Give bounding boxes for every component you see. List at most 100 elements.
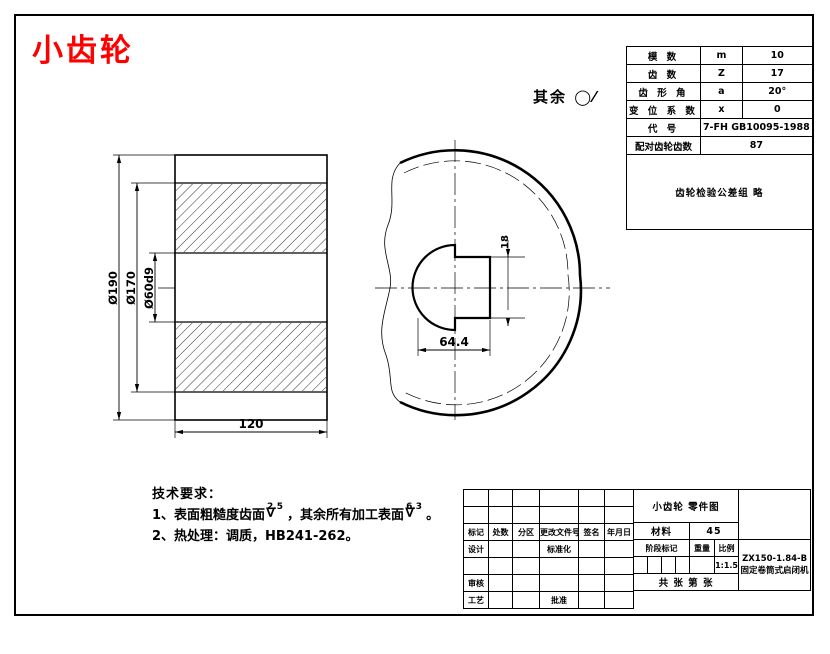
- roughness-triangle-icon: ∇: [266, 506, 276, 521]
- tech-req-item1-mid: ，其余所有加工表面: [287, 508, 405, 523]
- role-blank-c2: [512, 557, 540, 575]
- role-design-c2: [512, 540, 540, 558]
- revision-empty-cell: [463, 506, 489, 524]
- title-block: 标记 处数 分区 更改文件号 签名 年月日 设计 标准化: [463, 489, 812, 609]
- role-review-c4: [578, 574, 605, 592]
- revision-table: 标记 处数 分区 更改文件号 签名 年月日 设计 标准化: [463, 489, 634, 609]
- part-name: 小齿轮 零件图: [632, 489, 740, 523]
- tech-req-heading: 技术要求：: [152, 487, 223, 502]
- role-design: 设计: [463, 540, 489, 558]
- revision-empty-cell: [578, 506, 605, 524]
- table-row: 标记 处数 分区 更改文件号 签名 年月日: [463, 523, 634, 541]
- role-review-c2: [512, 574, 540, 592]
- table-row: 齿轮检验公差组 略: [626, 154, 813, 230]
- general-roughness-label: 其余: [533, 88, 568, 106]
- revision-header-marker: 标记: [463, 523, 489, 541]
- gear-param-name: 齿 形 角: [626, 82, 701, 101]
- drawing-code: ZX150-1.84-B: [742, 554, 808, 564]
- role-process-c5: [604, 591, 634, 609]
- gear-parameter-table: 模 数 m 10 齿 数 Z 17 齿 形 角 a 20° 变 位 系 数 x …: [626, 46, 813, 230]
- table-row: 模 数 m 10: [626, 46, 813, 65]
- roughness-triangle-icon: ∇: [405, 506, 415, 521]
- revision-empty-cell: [488, 506, 513, 524]
- gear-param-symbol: m: [699, 46, 743, 65]
- table-row: 小齿轮 零件图: [632, 489, 812, 540]
- revision-empty-cell: [578, 489, 605, 507]
- stage-cell-2: [647, 556, 662, 574]
- revision-empty-cell: [604, 506, 634, 524]
- gear-param-symbol: x: [699, 100, 743, 119]
- machine-name: 固定卷筒式启闭机: [740, 566, 809, 576]
- role-design-c4: [578, 540, 605, 558]
- table-row: 配对齿轮齿数 87: [626, 136, 813, 155]
- dimension-text-120: 120: [238, 417, 263, 431]
- dimension-text-d190: Ø190: [106, 271, 120, 305]
- gear-param-name: 变 位 系 数: [626, 100, 701, 119]
- gear-param-symbol: a: [699, 82, 743, 101]
- role-review-c5: [604, 574, 634, 592]
- side-partial-view: [375, 140, 610, 420]
- gear-tolerance-note: 齿轮检验公差组 略: [626, 154, 813, 230]
- revision-empty-cell: [463, 489, 489, 507]
- table-row: 设计 标准化: [463, 540, 634, 558]
- revision-header-count: 处数: [488, 523, 513, 541]
- gear-param-value: 10: [741, 46, 813, 65]
- role-standardization: 标准化: [539, 540, 579, 558]
- stage-label: 阶段标记: [633, 539, 690, 557]
- roughness-symbol-gear-face-icon: 2.5∇: [265, 502, 287, 521]
- revision-empty-cell: [488, 489, 513, 507]
- gear-param-name: 齿 数: [626, 64, 701, 83]
- material-label: 材料: [633, 522, 690, 540]
- dimension-text-d60: Ø60d9: [142, 267, 156, 309]
- dimension-120: [174, 420, 328, 438]
- table-row: [463, 506, 634, 524]
- revision-empty-cell: [512, 489, 540, 507]
- role-blank: [463, 557, 489, 575]
- revision-header-docno: 更改文件号: [539, 523, 579, 541]
- drawing-code-top-empty: [738, 489, 812, 540]
- role-process-c2: [512, 591, 540, 609]
- gear-param-value: 20°: [741, 82, 813, 101]
- revision-empty-cell: [539, 506, 579, 524]
- role-review-mid: [539, 574, 579, 592]
- gear-param-name: 代 号: [626, 118, 701, 137]
- gear-param-value: 17: [741, 64, 813, 83]
- gear-param-value: 7-FH GB10095-1988: [699, 118, 813, 137]
- weight-label: 重量: [689, 539, 715, 557]
- revision-header-signature: 签名: [578, 523, 605, 541]
- roughness-value-gear-face: 2.5: [267, 502, 283, 512]
- role-design-c5: [604, 540, 634, 558]
- tech-req-item1-pre: 1、表面粗糙度齿面: [152, 508, 266, 523]
- stage-cell-4: [675, 556, 690, 574]
- sheet-border: [14, 14, 814, 616]
- revision-empty-cell: [604, 489, 634, 507]
- part-info-table: 小齿轮 零件图 材料 45 阶段标记 重量 比例 ZX150-1.84-B 固定…: [632, 489, 812, 591]
- table-row: 代 号 7-FH GB10095-1988: [626, 118, 813, 137]
- role-review: 审核: [463, 574, 489, 592]
- scale-value: 1:1.5: [713, 556, 740, 574]
- table-row: 阶段标记 重量 比例 ZX150-1.84-B 固定卷筒式启闭机: [633, 539, 812, 591]
- revision-empty-cell: [539, 489, 579, 507]
- table-row: 共 张 第 张: [632, 573, 811, 591]
- gear-param-value: 0: [741, 100, 813, 119]
- table-row: [463, 489, 634, 507]
- role-process-c1: [488, 591, 513, 609]
- role-blank-c4: [578, 557, 605, 575]
- weight-value: [689, 556, 715, 574]
- revision-header-date: 年月日: [604, 523, 634, 541]
- gear-param-name: 模 数: [626, 46, 701, 65]
- dimension-text-644: 64.4: [439, 335, 469, 349]
- stage-cell-1: [633, 556, 648, 574]
- table-row: 审核: [463, 574, 634, 592]
- role-process: 工艺: [463, 591, 489, 609]
- role-process-c4: [578, 591, 605, 609]
- gear-param-symbol: Z: [699, 64, 743, 83]
- role-design-c1: [488, 540, 513, 558]
- role-blank-c5: [604, 557, 634, 575]
- stage-cell-3: [661, 556, 676, 574]
- revision-header-zone: 分区: [512, 523, 540, 541]
